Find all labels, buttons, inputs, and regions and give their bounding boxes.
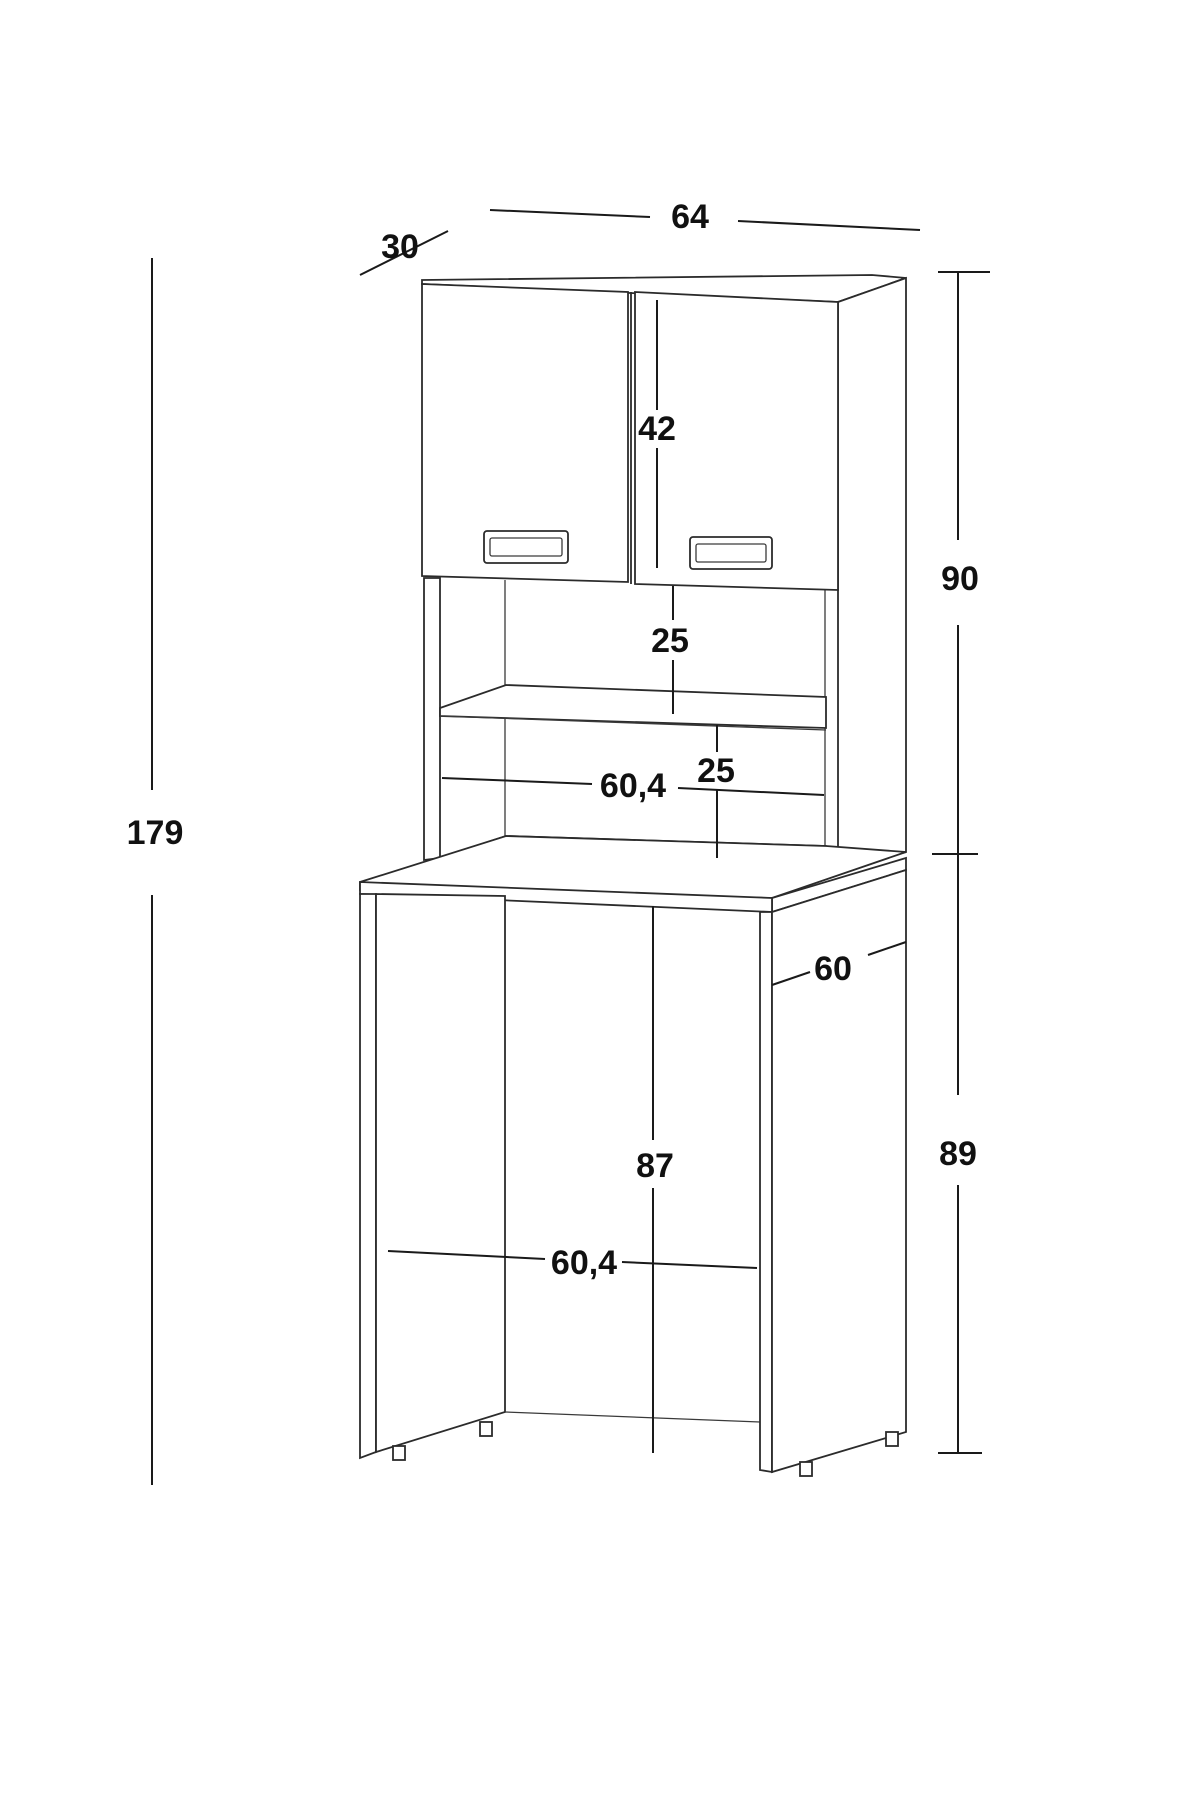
label-overall-width: 64 — [671, 198, 709, 236]
width-dim-left — [489, 209, 651, 218]
hutch-left-side — [423, 577, 441, 862]
lower-depth-dim-right — [867, 941, 907, 956]
dimension-labels: 64 30 179 42 90 25 25 60,4 60 87 89 60,4 — [127, 198, 979, 1282]
label-lower-section-height: 89 — [939, 1135, 977, 1173]
upper-inner-width-dim-left — [441, 777, 593, 785]
label-inner-width-lower: 60,4 — [551, 1244, 617, 1282]
label-upper-section-height: 90 — [941, 560, 979, 598]
label-door-height: 42 — [638, 410, 676, 448]
lower-depth-dim-left — [771, 971, 811, 986]
hutch-shelf — [439, 684, 827, 729]
desk-right-panel — [759, 911, 773, 1474]
width-dim-right — [737, 220, 921, 231]
hutch-shelf-front-edge — [439, 715, 827, 731]
right-door — [634, 291, 839, 591]
dimension-lines — [151, 209, 990, 1485]
left-door-handle — [483, 530, 569, 564]
label-knee-height: 87 — [636, 1147, 674, 1185]
label-upper-shelf-gap: 25 — [651, 622, 689, 660]
desk-feet — [392, 1421, 899, 1477]
lower-inner-width-dim-right — [621, 1261, 758, 1269]
hutch-right-side — [837, 276, 907, 872]
desk-right-side-panel — [771, 868, 907, 1474]
lower-inner-width-dim-left — [387, 1250, 546, 1260]
upper-hutch — [421, 274, 907, 872]
upper-depth-dim — [359, 230, 449, 276]
lower-desk — [359, 835, 907, 1477]
label-overall-height: 179 — [127, 814, 184, 852]
desk-back-edge — [504, 1411, 761, 1423]
upper-inner-width-dim-right — [677, 787, 825, 796]
right-door-handle — [689, 536, 773, 570]
desk-left-inner-panel — [375, 893, 506, 1454]
label-lower-depth: 60 — [814, 950, 852, 988]
label-inner-width-upper: 60,4 — [600, 767, 666, 805]
label-upper-depth: 30 — [381, 228, 419, 266]
desk-left-panel — [359, 893, 377, 1460]
left-door — [421, 283, 629, 583]
label-lower-shelf-gap: 25 — [697, 752, 735, 790]
